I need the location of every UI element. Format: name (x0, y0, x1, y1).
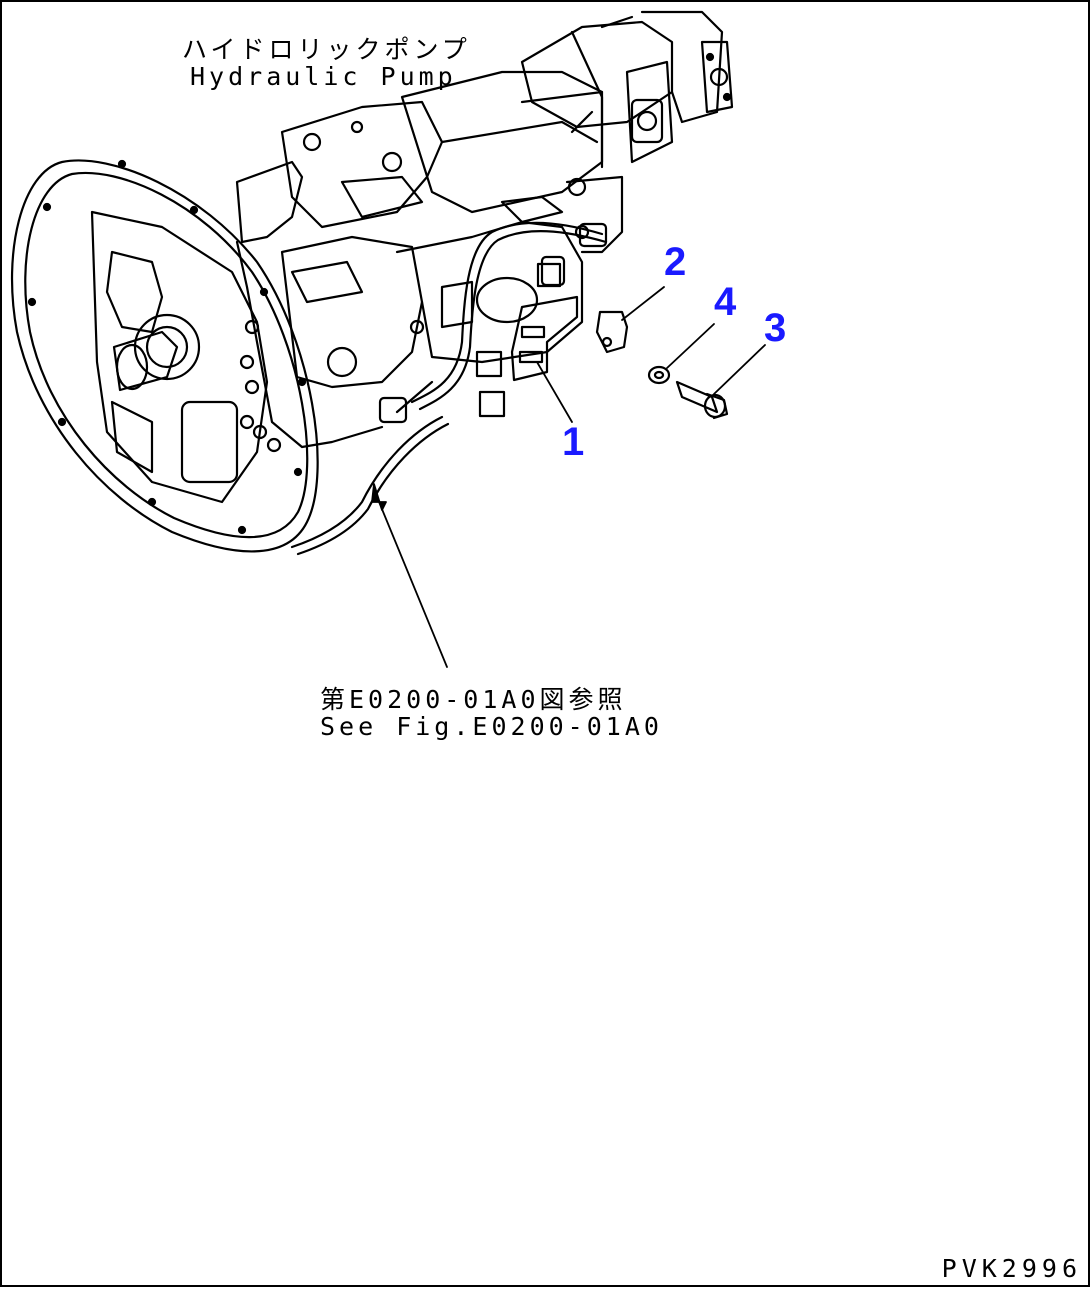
callout-3: 3 (764, 306, 787, 350)
title-jp: ハイドロリックポンプ (182, 35, 471, 64)
wiring-harness (290, 221, 608, 556)
callout-4: 4 (714, 280, 737, 324)
callout-2: 2 (664, 240, 687, 284)
reference-jp: 第E0200-01A0図参照 (320, 685, 627, 714)
bracket-part-1 (510, 295, 579, 382)
figure-id: PVK2996 (941, 1254, 1082, 1283)
pump-body (235, 70, 624, 449)
washer-part-4 (647, 365, 671, 385)
leader-lines (371, 286, 766, 668)
reference-en: See Fig.E0200-01A0 (320, 712, 663, 741)
callout-1: 1 (562, 420, 585, 464)
pump-rear-section (520, 10, 734, 169)
flywheel-housing (10, 159, 319, 553)
pump-front-face (90, 210, 282, 504)
clip-part-2 (595, 310, 629, 354)
title-en: Hydraulic Pump (190, 62, 457, 91)
bolt-part-3 (675, 380, 729, 420)
